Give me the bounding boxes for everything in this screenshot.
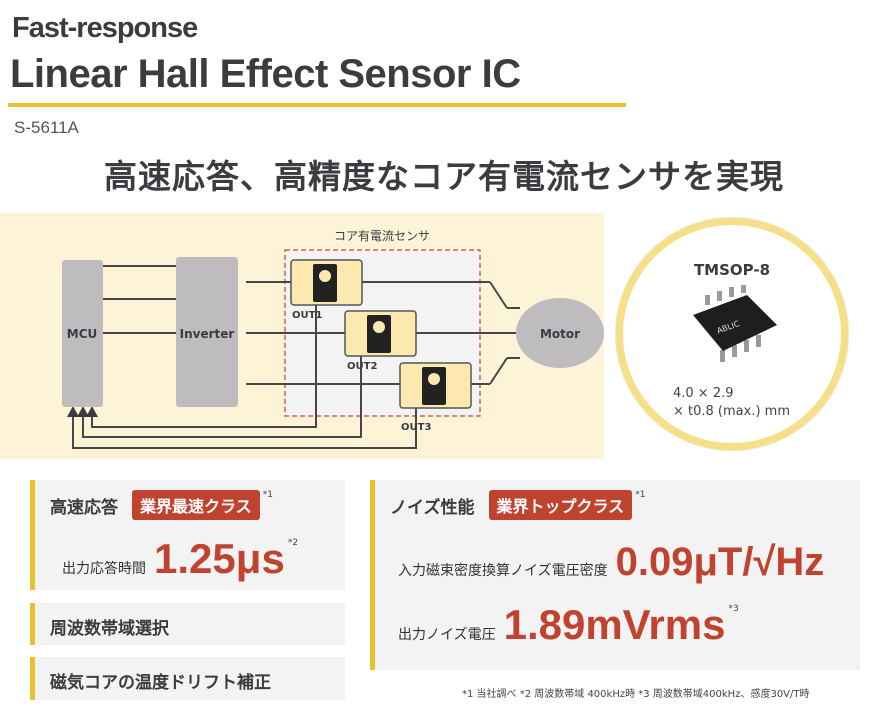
motor: [516, 298, 604, 368]
inverter-label: Inverter: [180, 327, 235, 341]
drift-title: 磁気コアの温度ドリフト補正: [50, 673, 271, 693]
feedback-arrows: [67, 406, 98, 417]
title-underline: [8, 103, 626, 107]
speed-badge: 業界最速クラス: [132, 490, 260, 520]
footnote-ref: *1: [635, 490, 646, 500]
mcu-block: [62, 260, 103, 407]
inverter-block: [176, 257, 238, 407]
package-name: TMSOP-8: [693, 261, 771, 279]
subtitle: Fast-response: [12, 12, 198, 44]
package-badge: TMSOP-8 ABLIC 4.0 × 2.9 × t0.8 (max.) mm: [616, 218, 848, 450]
noise-badge: 業界トップクラス: [488, 490, 633, 520]
footnote-ref: *1: [262, 490, 273, 500]
out1-label: OUT1: [292, 310, 322, 321]
noise-title: ノイズ性能: [390, 497, 475, 518]
sensor-out1: [290, 259, 363, 306]
wires: [72, 265, 520, 449]
feature-speed-card: 高速応答 業界最速クラス *1 出力応答時間 1.25μs *2: [30, 480, 345, 590]
out2-label: OUT2: [347, 361, 377, 372]
block-diagram: コア有電流センサ MCU Inverter Motor OUT1 OUT2 OU…: [0, 213, 604, 459]
speed-value: 1.25μs: [154, 535, 285, 582]
feature-drift-card: 磁気コアの温度ドリフト補正: [30, 657, 345, 700]
speed-title: 高速応答: [50, 497, 118, 518]
sensor-out3: [399, 362, 472, 409]
feature-bandwidth-card: 周波数帯域選択: [30, 603, 345, 645]
model-number: S-5611A: [14, 118, 79, 137]
footnotes: *1 当社調べ *2 周波数帯域 400kHz時 *3 周波数帯域400kHz、…: [462, 689, 810, 700]
speed-label: 出力応答時間: [62, 561, 146, 577]
package-dim-1: 4.0 × 2.9: [673, 386, 734, 401]
noise-density-label: 入力磁束密度換算ノイズ電圧密度: [398, 563, 608, 579]
ic-chip-image: ABLIC: [693, 285, 777, 362]
noise-voltage-label: 出力ノイズ電圧: [398, 627, 496, 643]
mcu-label: MCU: [67, 327, 98, 341]
sensor-group-label: コア有電流センサ: [334, 229, 430, 243]
sensor-out2: [344, 310, 417, 357]
out3-label: OUT3: [401, 422, 431, 433]
motor-label: Motor: [540, 327, 580, 341]
noise-voltage-value: 1.89mVrms: [503, 601, 726, 648]
footnote-ref: *3: [728, 604, 739, 614]
page-title: Linear Hall Effect Sensor IC: [10, 52, 521, 96]
feature-noise-card: ノイズ性能 業界トップクラス *1 入力磁束密度換算ノイズ電圧密度 0.09μT…: [370, 480, 860, 670]
package-dim-2: × t0.8 (max.) mm: [673, 404, 790, 419]
bandwidth-title: 周波数帯域選択: [50, 619, 169, 639]
headline: 高速応答、高精度なコア有電流センサを実現: [104, 157, 784, 196]
noise-density-value: 0.09μT/√Hz: [615, 540, 825, 584]
footnote-ref: *2: [287, 538, 299, 548]
